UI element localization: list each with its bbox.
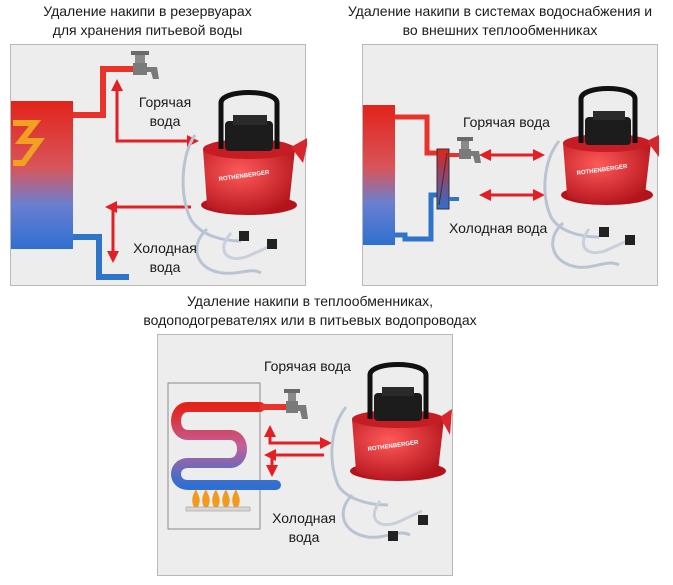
arrow-head <box>320 437 332 449</box>
diagram-systems-panel: ROTHENBERGER Горячая вода Холодная вода <box>362 44 659 286</box>
arrow-head <box>266 465 278 477</box>
caption-tank-line-2: для хранения питьевой воды <box>52 22 243 38</box>
hot-flow-arrow-head-up <box>111 79 123 91</box>
hot-water-label-line-1: Горячая <box>138 94 192 110</box>
cold-pipe <box>73 234 129 280</box>
faucet-icon <box>284 389 308 419</box>
cold-flow-arrow-head-down <box>107 251 119 263</box>
cold-water-label-line-1: Холодная <box>133 240 197 256</box>
diagram-boilers-panel: ROTHENBERGER Горячая вода Холодная вода <box>157 334 453 576</box>
caption-systems-line-1: Удаление накипи в системах водоснабжения… <box>347 3 653 19</box>
cold-pipe <box>395 192 439 242</box>
cold-water-label: Холодная вода <box>262 509 346 547</box>
diagram-systems: ROTHENBERGER <box>363 86 659 269</box>
cold-water-label-line-2: вода <box>288 529 320 545</box>
arrow-head <box>479 149 491 161</box>
hot-pipe <box>395 114 439 156</box>
boiler-housing <box>167 382 261 530</box>
diagram-tank: ROTHENBERGER <box>11 51 307 280</box>
diagram-tank-panel: ROTHENBERGER Горячая вода Холодная вода <box>10 44 307 286</box>
hot-water-label-line-2: вода <box>149 113 181 129</box>
caption-boilers-line-1: Удаление накипи в теплообменниках, <box>186 293 434 309</box>
caption-boilers: Удаление накипи в теплообменниках, водоп… <box>100 292 520 330</box>
hot-water-label: Горячая вода <box>463 114 550 130</box>
arrow-head <box>533 149 545 161</box>
cold-water-label-line-2: вода <box>149 259 181 275</box>
caption-systems-line-2: во внешних теплообменниках <box>402 22 598 38</box>
hot-water-label: Горячая вода <box>264 358 351 374</box>
flame-icon <box>13 120 45 166</box>
descaling-pump: ROTHENBERGER <box>330 362 452 541</box>
cold-water-label-line-1: Холодная <box>272 510 336 526</box>
cold-flow-arrow-head-left <box>105 201 117 213</box>
cold-water-label: Холодная вода <box>449 220 548 236</box>
tank <box>363 105 395 245</box>
cold-flow-arrow <box>270 453 324 469</box>
hot-water-label: Горячая вода <box>129 93 201 131</box>
arrow-head <box>264 449 276 461</box>
caption-tank: Удаление накипи в резервуарах для хранен… <box>10 2 285 40</box>
caption-systems: Удаление накипи в системах водоснабжения… <box>330 2 670 40</box>
descaling-pump: ROTHENBERGER <box>181 90 307 275</box>
hot-pipe <box>73 66 135 118</box>
descaling-pump: ROTHENBERGER <box>543 86 659 269</box>
arrow-head <box>479 189 491 201</box>
faucet-icon <box>457 137 481 163</box>
heating-coil <box>171 402 281 490</box>
hot-flow-arrow <box>268 433 324 445</box>
diagram-boilers: ROTHENBERGER <box>167 362 452 541</box>
hot-flow-arrow <box>115 87 191 143</box>
caption-boilers-line-2: водоподогревателях или в питьевых водопр… <box>143 312 477 328</box>
cold-water-label: Холодная вода <box>127 239 203 277</box>
caption-tank-line-1: Удаление накипи в резервуарах <box>43 3 252 19</box>
arrow-head <box>533 189 545 201</box>
arrow-head <box>264 425 276 437</box>
burner-flames-icon <box>185 489 251 512</box>
faucet-icon <box>131 51 159 79</box>
